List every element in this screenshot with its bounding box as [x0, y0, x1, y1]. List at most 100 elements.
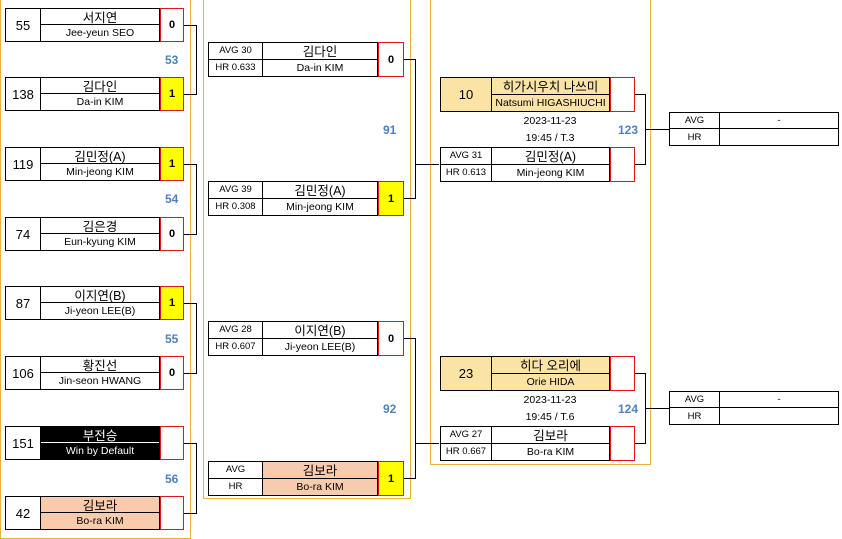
match-score: 0: [160, 217, 184, 251]
player-name-english: Min-jeong KIM: [516, 166, 585, 179]
player-name-english: Jin-seon HWANG: [58, 375, 142, 387]
player-name: 서지연 Jee-yeun SEO: [40, 8, 160, 42]
seed-number: 10: [440, 77, 492, 112]
player-name-korean: 부전승: [41, 427, 159, 443]
match-number: 92: [383, 402, 397, 416]
bracket-line: [415, 59, 416, 199]
match-score: 1: [378, 461, 404, 496]
bracket-line: [645, 408, 669, 409]
player-name-korean: 히가시우치 나쓰미: [492, 78, 609, 95]
avg-value: AVG 39: [209, 182, 262, 199]
player-name-korean: 김보라: [492, 427, 609, 444]
player-name-korean: 서지연: [41, 9, 159, 25]
round3-frame: [430, 0, 651, 465]
player-name: 히가시우치 나쓰미 Natsumi HIGASHIUCHI: [491, 77, 610, 112]
player-name-english: Jee-yeun SEO: [65, 27, 135, 39]
match-time-table: 19:45 / T.6: [525, 411, 575, 423]
player-name-english: Da-in KIM: [76, 96, 124, 108]
player-stats: AVG HR: [208, 461, 263, 496]
player-name-english: Bo-ra KIM: [526, 445, 575, 458]
player-name-english: Eun-kyung KIM: [64, 236, 136, 248]
bracket-line: [635, 164, 645, 165]
result-box: AVG - HR: [669, 391, 839, 425]
player-name: 김민정(A) Min-jeong KIM: [262, 181, 378, 216]
match-score: 0: [378, 321, 404, 356]
hr-value: [720, 129, 838, 145]
bracket-line: [184, 25, 196, 26]
seed-number: 106: [5, 356, 41, 390]
hr-value: HR 0.613: [445, 167, 487, 179]
avg-label: AVG: [670, 392, 720, 407]
player-name-korean: 이지연(B): [263, 322, 377, 339]
match-score: [610, 147, 635, 182]
bracket-line: [184, 513, 196, 514]
match-time-table: 19:45 / T.3: [525, 132, 575, 144]
bracket-line: [635, 373, 645, 374]
match-score: [160, 426, 184, 460]
round2-frame: [203, 0, 411, 499]
player-stats: AVG 30 HR 0.633: [208, 42, 263, 77]
player-name: 히다 오리에 Orie HIDA: [491, 356, 610, 391]
player-name-english: Ji-yeon LEE(B): [64, 305, 136, 317]
hr-value: HR 0.633: [215, 62, 256, 74]
hr-value: HR 0.667: [445, 446, 487, 458]
player-name-korean: 김민정(A): [263, 182, 377, 199]
match-number: 55: [165, 332, 179, 346]
player-stats: AVG 31 HR 0.613: [440, 147, 492, 182]
player-name-english: Min-jeong KIM: [66, 166, 134, 178]
avg-value: AVG 31: [441, 148, 491, 165]
player-name: 김보라 Bo-ra KIM: [491, 426, 610, 461]
seed-number: 42: [5, 496, 41, 530]
bracket-line: [415, 338, 416, 479]
hr-label: HR: [670, 408, 720, 424]
match-score: 1: [378, 181, 404, 216]
avg-label: AVG: [670, 113, 720, 128]
bracket-line: [184, 94, 196, 95]
player-name: 김다인 Da-in KIM: [262, 42, 378, 77]
match-score: [610, 356, 635, 391]
bracket-line: [184, 373, 196, 374]
bracket-line: [635, 94, 645, 95]
avg-value: -: [777, 394, 781, 405]
match-score: 1: [160, 147, 184, 181]
player-name-korean: 황진선: [41, 357, 159, 373]
player-name-korean: 김다인: [263, 43, 377, 60]
match-score: 0: [378, 42, 404, 77]
bracket-line: [415, 443, 439, 444]
bracket-line: [404, 478, 415, 479]
player-stats: AVG 39 HR 0.308: [208, 181, 263, 216]
avg-value: AVG 30: [209, 43, 262, 60]
seed-number: 55: [5, 8, 41, 42]
hr-value: HR: [228, 481, 243, 493]
player-name-korean: 김보라: [263, 462, 377, 479]
player-name-korean: 이지연(B): [41, 287, 159, 303]
player-name-english: Min-jeong KIM: [286, 200, 354, 213]
seed-number: 23: [440, 356, 492, 391]
bracket-line: [635, 443, 645, 444]
player-name-english: Da-in KIM: [296, 61, 344, 74]
match-score: 1: [160, 286, 184, 320]
bracket-line: [184, 234, 196, 235]
seed-number: 87: [5, 286, 41, 320]
seed-number: 138: [5, 77, 41, 111]
match-score: [610, 77, 635, 112]
player-name: 황진선 Jin-seon HWANG: [40, 356, 160, 390]
match-number: 124: [618, 402, 639, 416]
player-name-english: Bo-ra KIM: [296, 480, 344, 493]
bracket-line: [184, 164, 196, 165]
bracket-line: [196, 303, 197, 374]
seed-number: 151: [5, 426, 41, 460]
player-stats: AVG 27 HR 0.667: [440, 426, 492, 461]
bracket-line: [404, 198, 415, 199]
match-number: 54: [165, 192, 179, 206]
hr-value: [720, 408, 838, 424]
match-number: 123: [618, 123, 639, 137]
avg-value: AVG 27: [441, 427, 491, 444]
player-name-english: Bo-ra KIM: [76, 515, 124, 527]
hr-value: HR 0.308: [215, 201, 256, 213]
bracket-line: [404, 59, 415, 60]
match-score: 0: [160, 356, 184, 390]
match-score: [160, 496, 184, 530]
avg-value: -: [777, 115, 781, 126]
match-number: 56: [165, 472, 179, 486]
